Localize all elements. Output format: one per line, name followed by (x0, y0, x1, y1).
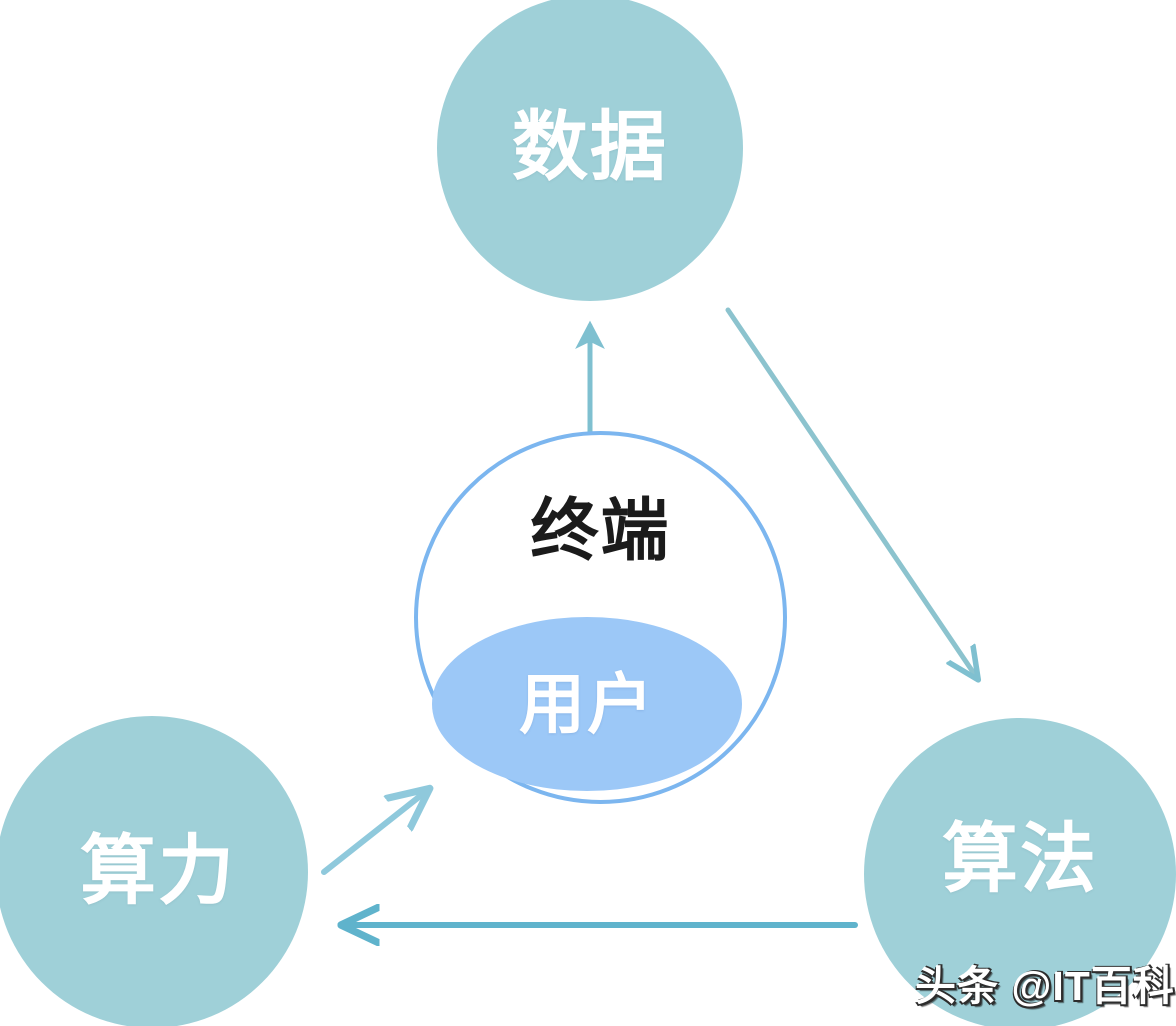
node-user[interactable]: 用户 (432, 617, 742, 791)
node-compute-label: 算力 (80, 829, 236, 914)
node-data-label: 数据 (512, 105, 668, 190)
node-user-label: 用户 (519, 667, 655, 741)
node-algorithm-label: 算法 (942, 817, 1098, 902)
node-algorithm[interactable]: 算法 (864, 718, 1176, 1026)
node-data[interactable]: 数据 (437, 0, 743, 301)
arrow-compute-to-terminal (321, 793, 424, 875)
watermark: 头条 @IT百科 (915, 963, 1175, 1009)
node-compute[interactable]: 算力 (0, 716, 308, 1026)
node-terminal-label: 终端 (530, 493, 671, 569)
